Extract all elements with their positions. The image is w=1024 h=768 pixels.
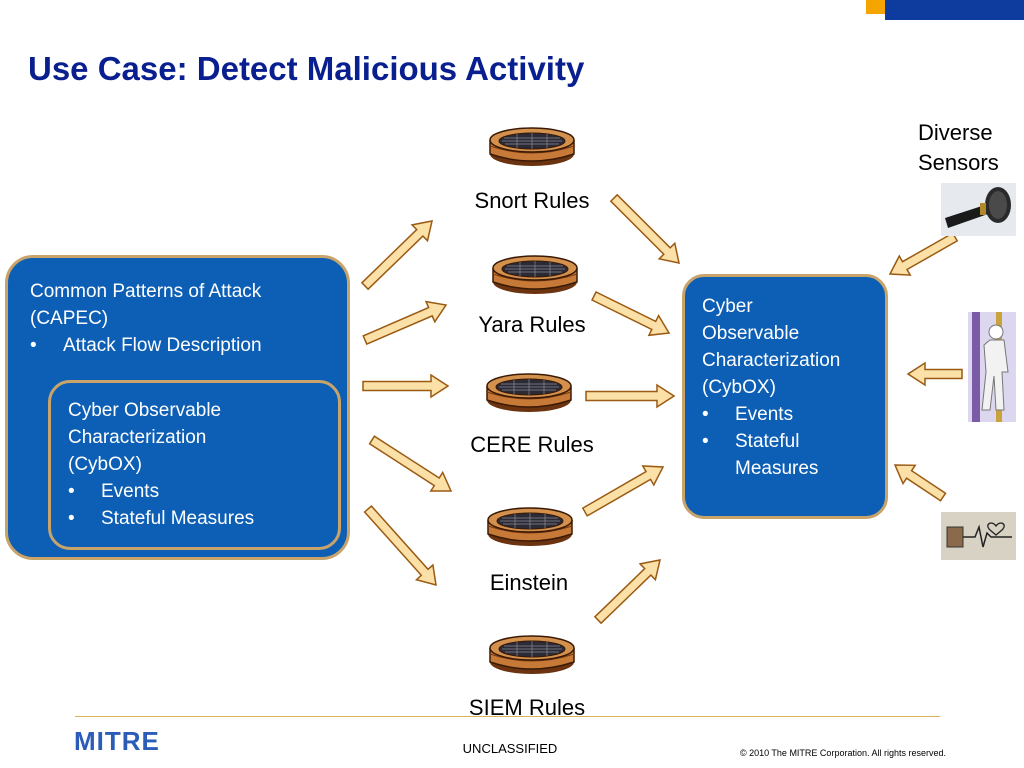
slide-title: Use Case: Detect Malicious Activity [28,50,585,87]
flow-arrow [585,383,676,409]
corner-brand-bar [885,0,1024,20]
sensors-label-line: Diverse [918,120,993,145]
person-icon [968,312,1016,422]
flow-arrow [362,300,448,346]
cybox-bullet-text: Events [735,404,794,425]
rule-label-snort: Snort Rules [474,188,590,213]
inner-cybox-line: Cyber Observable [68,400,222,421]
cybox-bullet-text: Measures [735,458,819,479]
footer-divider [75,716,940,717]
capec-box-text: Common Patterns of Attack (CAPEC) •Attac… [30,278,262,359]
inner-cybox-line: Characterization [68,427,207,448]
capec-bullet: •Attack Flow Description [30,332,262,359]
mitre-logo: MITRE [74,726,160,756]
inner-cybox-line: (CybOX) [68,454,142,475]
flow-arrow [360,220,433,291]
flow-arrow [906,361,963,387]
cybox-line: Observable [702,323,800,344]
flow-arrow [590,290,671,337]
flow-arrow [362,373,450,399]
sieve-icon [489,127,575,167]
capec-line: Common Patterns of Attack [30,281,262,302]
rule-label-einstein: Einstein [489,570,569,595]
inner-cybox-bullet: •Stateful Measures [68,505,254,532]
inner-cybox-box: Cyber Observable Characterization (CybOX… [48,380,341,550]
flow-arrow [888,232,959,276]
heart-monitor-icon [941,512,1016,560]
flow-arrow [593,559,661,625]
sieve-icon [489,635,575,675]
cybox-line: (CybOX) [702,377,776,398]
flow-arrow [609,193,680,264]
rule-label-siem: SIEM Rules [468,695,586,720]
cybox-box-text: Cyber Observable Characterization (CybOX… [702,293,840,482]
corner-accent-bar [866,0,885,14]
flow-arrow [363,504,437,587]
sieve-icon [492,255,578,295]
sieve-icon [486,373,572,413]
capec-box: Common Patterns of Attack (CAPEC) •Attac… [5,255,350,560]
sensors-label: Diverse Sensors [918,118,999,178]
inner-cybox-text: Cyber Observable Characterization (CybOX… [68,397,254,532]
cybox-line: Cyber [702,296,753,317]
inner-cybox-bullet-text: Stateful Measures [101,508,255,529]
copyright-notice: © 2010 The MITRE Corporation. All rights… [739,748,946,758]
cybox-bullet-text: Stateful [735,431,800,452]
flow-arrow [893,464,947,502]
sensors-label-line: Sensors [918,150,999,175]
inner-cybox-bullet-text: Events [101,481,160,502]
cybox-bullet: Measures [702,455,840,482]
sieve-icon [487,507,573,547]
capec-bullet-text: Attack Flow Description [63,335,262,356]
rule-label-yara: Yara Rules [478,312,586,337]
cybox-box: Cyber Observable Characterization (CybOX… [682,274,888,519]
rule-label-cere: CERE Rules [470,432,594,457]
inner-cybox-bullet: •Events [68,478,254,505]
capec-line: (CAPEC) [30,308,109,329]
cybox-line: Characterization [702,350,841,371]
cybox-bullet: •Events [702,401,840,428]
microphone-icon [941,183,1016,236]
classification-label: UNCLASSIFIED [462,741,558,756]
flow-arrow [581,465,665,517]
cybox-bullet: •Stateful [702,428,840,455]
flow-arrow [368,435,453,492]
